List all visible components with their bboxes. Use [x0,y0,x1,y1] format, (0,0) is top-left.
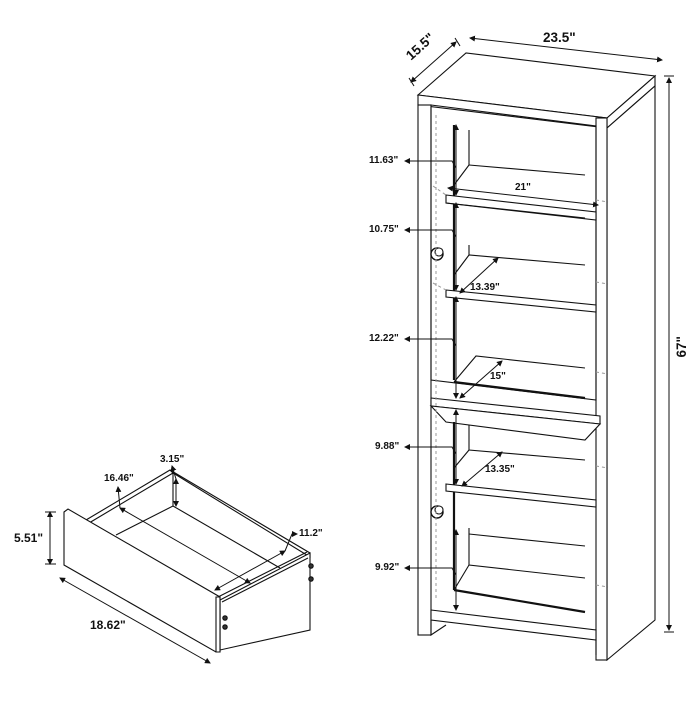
drawer-interior-width-label: 11.2" [299,528,323,539]
drawer-interior-height-label: 3.15" [160,454,185,465]
lower-shelf-depth-label: 13.35" [485,464,515,475]
bookcase-drawing [416,52,657,662]
upper-shelf-depth-label: 13.39" [470,282,500,293]
shelf-height-1-label: 11.63" [369,155,399,166]
shelf-height-3-label: 12.22" [369,333,399,344]
cabinet-width-label: 23.5" [543,30,576,45]
shelf-height-2-label: 10.75" [369,224,399,235]
shelf-width-label: 21" [515,182,531,193]
middle-shelf-depth-label: 15" [490,371,506,382]
cabinet-height-label: 67" [673,336,689,358]
shelf-height-4-label: 9.88" [375,441,400,452]
drawer-interior-depth-label: 16.46" [104,473,134,484]
shelf-height-5-label: 9.92" [375,562,400,573]
drawer-height-label: 5.51" [14,531,44,545]
drawer-width-label: 18.62" [90,618,126,632]
